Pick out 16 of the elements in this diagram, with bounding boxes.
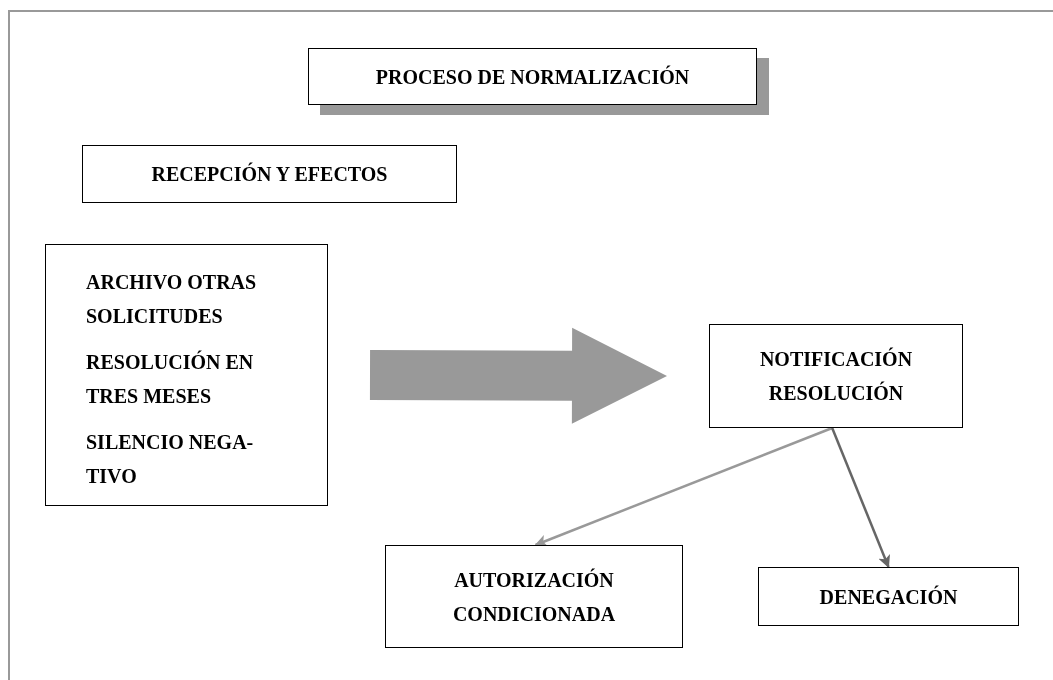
list-box [45,244,328,506]
process-box [709,324,963,428]
list-item: RESOLUCIÓN EN TRES MESES [86,349,255,409]
process-box [82,145,457,203]
box-label: RECEPCIÓN Y EFECTOS [151,161,388,187]
block-arrow [369,327,667,424]
list-item: ARCHIVO OTRAS SOLICITUDES [86,270,258,329]
box-label: NOTIFICACIÓN RESOLUCIÓN [758,346,914,406]
arrow [534,426,833,547]
arrow [831,427,890,568]
list-item: SILENCIO NEGA-TIVO [86,430,255,489]
box-label: PROCESO DE NORMALIZACIÓN [375,64,690,90]
box-label: DENEGACIÓN [819,584,958,610]
process-box [385,545,683,648]
process-box [758,567,1019,626]
box-label: AUTORIZACIÓN CONDICIONADA [451,567,617,627]
